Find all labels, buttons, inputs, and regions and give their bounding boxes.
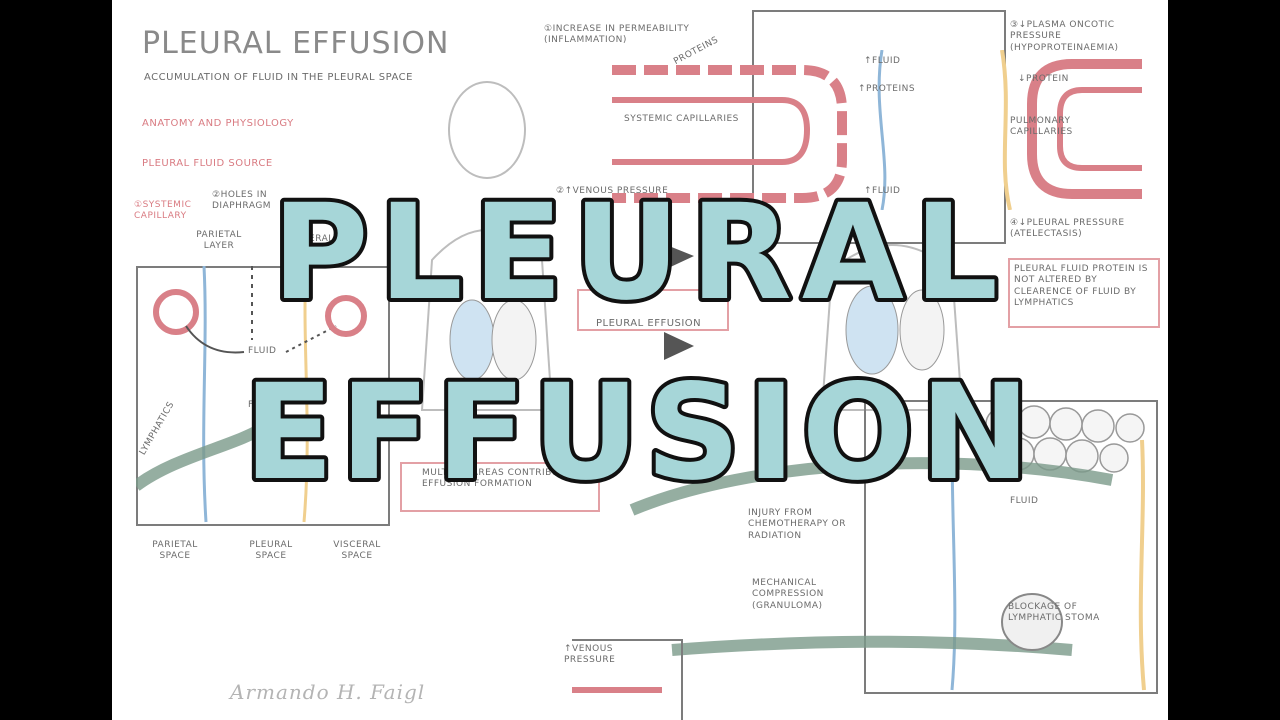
label-injury: INJURY FROM CHEMOTHERAPY OR RADIATION: [748, 508, 847, 541]
label-fluid-up: ↑FLUID: [864, 56, 901, 66]
center-note-box: [400, 462, 600, 512]
label-fluid-b: FLUID: [248, 400, 277, 410]
protein-note-box: [1008, 258, 1160, 328]
label-protein-down: ↓PROTEIN: [1018, 74, 1069, 84]
center-figures-drawing: [420, 81, 964, 411]
label-permeability: ①INCREASE IN PERMEABILITY (INFLAMMATION): [544, 24, 690, 46]
bottom-right-drawing: [572, 400, 1146, 720]
section-anatomy: ANATOMY AND PHYSIOLOGY: [142, 118, 294, 129]
top-right-drawing: [612, 50, 1142, 210]
label-venous-pressure-bottom: ↑VENOUS PRESSURE: [564, 644, 616, 666]
label-fluid-a: FLUID: [248, 346, 277, 356]
label-parietal-space: PARIETAL SPACE: [152, 540, 198, 562]
bottom-right-alveoli-box: [864, 400, 1158, 694]
label-mechanical: MECHANICAL COMPRESSION (GRANULOMA): [752, 578, 824, 611]
label-protein-note: PLEURAL FLUID PROTEIN IS NOT ALTERED BY …: [1014, 264, 1148, 308]
label-multiple-areas: MULTIPLE AREAS CONTRIBUTE TO EFFUSION FO…: [422, 468, 588, 490]
label-pulmonary-capillaries: PULMONARY CAPILLARIES: [1010, 116, 1073, 138]
label-pleural-effusion: PLEURAL EFFUSION: [596, 318, 702, 329]
label-fluid-up-2: ↑FLUID: [864, 186, 901, 196]
label-fluid-bottom: FLUID: [1010, 496, 1039, 506]
label-visceral-layer: VISCERAL LAYER: [286, 234, 334, 256]
label-systemic-capillaries: SYSTEMIC CAPILLARIES: [624, 114, 739, 124]
left-pleura-diagram: [136, 266, 390, 526]
label-systemic-capillary: ①SYSTEMIC CAPILLARY: [134, 200, 192, 222]
label-oncotic: ③↓PLASMA ONCOTIC PRESSURE (HYPOPROTEINAE…: [1010, 20, 1119, 53]
label-pleural-pressure: ④↓PLEURAL PRESSURE (ATELECTASIS): [1010, 218, 1125, 240]
label-visceral-space: VISCERAL SPACE: [333, 540, 381, 562]
sheet-title: PLEURAL EFFUSION: [142, 26, 450, 61]
whiteboard-canvas: PLEURAL EFFUSION ACCUMULATION OF FLUID I…: [112, 0, 1168, 720]
label-blockage: BLOCKAGE OF LYMPHATIC STOMA: [1008, 602, 1100, 624]
artist-signature: Armando H. Faigl: [230, 680, 426, 704]
label-parietal-layer: PARIETAL LAYER: [196, 230, 242, 252]
left-diagram-drawing: [136, 266, 367, 523]
section-source: PLEURAL FLUID SOURCE: [142, 158, 273, 169]
sheet-subtitle: ACCUMULATION OF FLUID IN THE PLEURAL SPA…: [144, 72, 413, 83]
label-proteins-up: ↑PROTEINS: [858, 84, 916, 94]
label-holes-diaphragm: ②HOLES IN DIAPHRAGM: [212, 190, 272, 212]
label-venous-pressure-center: ②↑VENOUS PRESSURE: [556, 186, 669, 196]
label-pleural-space: PLEURAL SPACE: [249, 540, 293, 562]
